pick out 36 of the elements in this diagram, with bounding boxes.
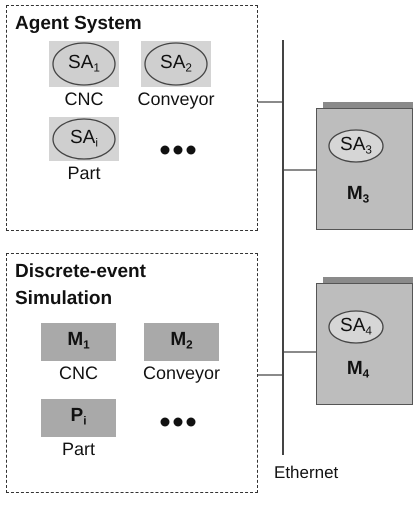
connector-line [258,101,282,103]
node-caption: CNC [58,362,99,384]
node-caption: Conveyor [142,362,222,384]
group-title: Discrete-event Simulation [15,260,147,311]
connector-line [258,374,282,376]
model-label: M$_{1}$ [66,329,91,351]
agent-label: SA$_{4}$ [339,315,373,337]
model-label: M$_{2}$ [169,329,194,351]
model-box [41,399,116,437]
node-caption: Conveyor [136,88,216,110]
dashed-group-box [6,253,258,493]
node-caption: CNC [64,88,104,110]
agent-label: SA$_{i}$ [69,127,99,149]
device-board [316,283,413,405]
network-label: Ethernet [274,463,338,483]
group-title: Agent System [15,12,143,36]
node-caption: Part [60,438,96,460]
model-label: M$_{3}$ [346,183,370,205]
agent-ellipse [49,117,119,161]
model-box [41,323,116,361]
agent-ellipse [141,41,211,87]
agent-label: SA$_{2}$ [159,52,193,74]
model-box [144,323,219,361]
connector-line [284,351,316,353]
model-label: P$_{i}$ [70,405,88,427]
connector-line [284,169,316,171]
node-caption: Part [66,162,102,184]
agent-ellipse [328,128,384,164]
agent-ellipse [328,309,384,345]
device-board [316,108,413,230]
agent-label: SA$_{3}$ [339,134,373,156]
dashed-group-box [6,5,258,231]
network-bus-line [282,40,284,455]
agent-ellipse [49,41,119,87]
model-label: M$_{4}$ [346,358,370,380]
agent-label: SA$_{1}$ [67,52,101,74]
